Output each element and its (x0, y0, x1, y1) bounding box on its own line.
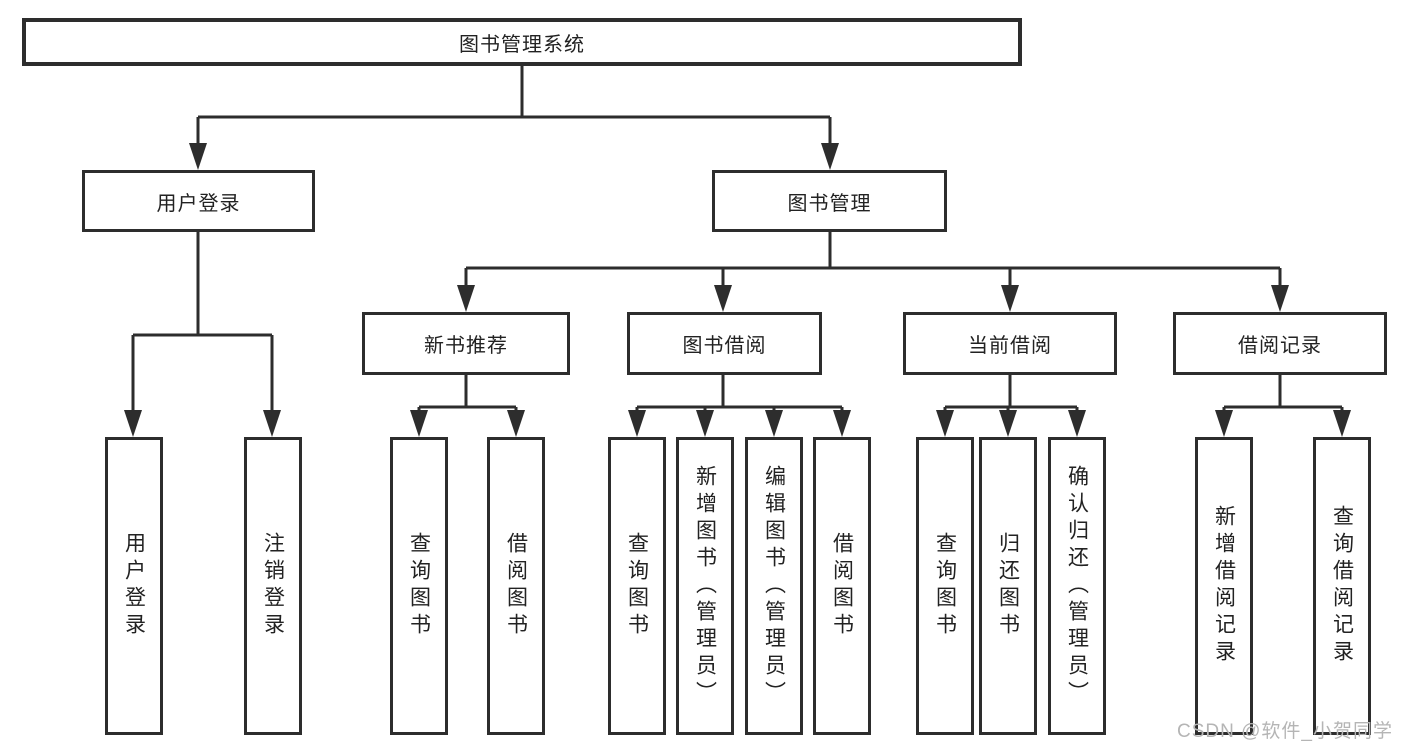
leaf-borrow-books-1: 借阅图书 (487, 437, 545, 735)
leaf-query-borrow-record: 查询借阅记录 (1313, 437, 1371, 735)
leaf-query-books-1: 查询图书 (390, 437, 448, 735)
leaf-add-book-admin: 新增图书（管理员） (676, 437, 734, 735)
node-user-login: 用户登录 (82, 170, 315, 232)
node-book-borrowing: 图书借阅 (627, 312, 822, 375)
node-current-borrowing: 当前借阅 (903, 312, 1117, 375)
leaf-return-book: 归还图书 (979, 437, 1037, 735)
leaf-query-books-3: 查询图书 (916, 437, 974, 735)
leaf-confirm-return-admin: 确认归还（管理员） (1048, 437, 1106, 735)
node-library-management-system: 图书管理系统 (22, 18, 1022, 66)
leaf-borrow-books-2: 借阅图书 (813, 437, 871, 735)
csdn-watermark: CSDN @软件_小贺同学 (1177, 721, 1393, 742)
leaf-edit-book-admin: 编辑图书（管理员） (745, 437, 803, 735)
node-book-management: 图书管理 (712, 170, 947, 232)
leaf-add-borrow-record: 新增借阅记录 (1195, 437, 1253, 735)
leaf-logout: 注销登录 (244, 437, 302, 735)
leaf-query-books-2: 查询图书 (608, 437, 666, 735)
leaf-user-login: 用户登录 (105, 437, 163, 735)
node-borrow-records: 借阅记录 (1173, 312, 1387, 375)
node-new-book-recommend: 新书推荐 (362, 312, 570, 375)
